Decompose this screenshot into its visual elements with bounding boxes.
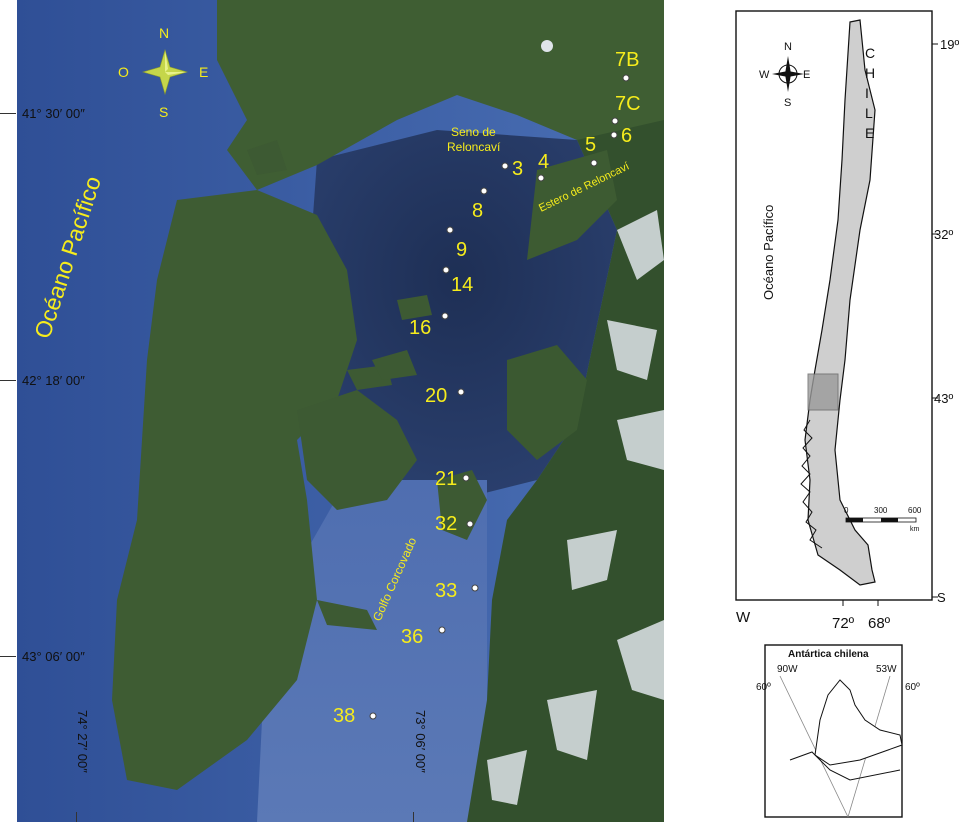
lon-label-68: 68º xyxy=(868,615,891,632)
compass-s: S xyxy=(159,104,168,120)
station-20-label: 20 xyxy=(425,385,447,407)
station-9-label: 9 xyxy=(456,239,467,261)
lon-label-w: W xyxy=(736,609,751,626)
seno-label-line1: Seno de xyxy=(451,125,496,139)
lat-tick-1 xyxy=(0,113,16,114)
station-4-label: 4 xyxy=(538,151,549,173)
station-33-dot xyxy=(471,584,479,592)
lat-tick-2 xyxy=(0,380,16,381)
station-36-dot xyxy=(438,626,446,634)
country-letter: I xyxy=(865,85,869,101)
lat-label-32: 32º xyxy=(934,227,953,242)
chiloe-island xyxy=(112,190,357,790)
reloncavi-peninsula xyxy=(527,150,617,260)
lon-tick-1 xyxy=(76,812,77,822)
station-4-dot xyxy=(537,174,545,182)
country-letter: C xyxy=(865,45,875,61)
compass-w: O xyxy=(118,64,129,80)
country-letter: H xyxy=(865,65,875,81)
antarctic-left-lat: 60º xyxy=(756,682,771,693)
andes-snow xyxy=(487,210,664,805)
station-7B-dot xyxy=(622,74,630,82)
islands-group xyxy=(247,140,487,630)
compass-n: N xyxy=(159,25,169,41)
station-markers: 7B 7C 6 5 4 3 8 9 14 16 20 21 32 33 36 3… xyxy=(333,49,641,727)
station-14-label: 14 xyxy=(451,274,473,296)
lat-label-2: 42° 18′ 00″ xyxy=(22,373,85,388)
inset-compass-icon xyxy=(772,56,804,92)
lat-tick-3 xyxy=(0,656,16,657)
country-letter: E xyxy=(865,125,874,141)
station-8-label: 8 xyxy=(472,200,483,222)
lat-label-19: 19º xyxy=(940,37,959,52)
chile-country-shape xyxy=(804,19,876,586)
scale-max: 600 xyxy=(908,506,922,515)
antarctic-coast xyxy=(789,751,901,781)
station-32-label: 32 xyxy=(435,513,457,535)
fjord-coast xyxy=(800,419,823,549)
lat-label-3: 43° 06′ 00″ xyxy=(22,649,85,664)
station-5-dot xyxy=(590,159,598,167)
station-33-label: 33 xyxy=(435,580,457,602)
station-7C-label: 7C xyxy=(615,93,641,115)
scale-unit: km xyxy=(910,526,920,533)
lat-label-s: S xyxy=(937,590,946,605)
antarctic-right-lat: 60º xyxy=(905,682,920,693)
station-20-dot xyxy=(457,388,465,396)
station-16-dot xyxy=(441,312,449,320)
lon-label-72: 72º xyxy=(832,615,855,632)
compass-e: E xyxy=(199,64,208,80)
antarctic-title: Antártica chilena xyxy=(788,649,869,660)
station-7C-dot xyxy=(611,117,619,125)
station-5-label: 5 xyxy=(585,134,596,156)
antarctic-meridian-left xyxy=(779,675,849,818)
station-21-dot xyxy=(462,474,470,482)
scale-mid: 300 xyxy=(874,506,888,515)
lon-tick-2 xyxy=(413,812,414,822)
peninsula-land xyxy=(507,345,587,460)
eastern-land xyxy=(467,120,664,822)
antarctic-left-lon: 90W xyxy=(777,664,798,675)
compass-rose-icon xyxy=(141,48,189,96)
volcano-snow-icon xyxy=(541,40,553,52)
inset-compass-n: N xyxy=(784,41,792,53)
lon-label-2: 73° 06′ 00″ xyxy=(413,710,428,773)
lon-label-1: 74° 27′ 00″ xyxy=(75,710,90,773)
lat-label-1: 41° 30′ 00″ xyxy=(22,106,85,121)
station-6-dot xyxy=(610,131,618,139)
inset-compass-s: S xyxy=(784,97,791,109)
country-letter: L xyxy=(865,105,873,121)
station-7B-label: 7B xyxy=(615,49,639,71)
inset-compass-w: W xyxy=(759,69,770,81)
station-14-dot xyxy=(442,266,450,274)
inset-compass-e: E xyxy=(803,69,810,81)
scale-bar xyxy=(845,517,917,523)
antarctica-shape xyxy=(814,679,903,766)
station-32-dot xyxy=(466,520,474,528)
station-38-label: 38 xyxy=(333,705,355,727)
station-3-label: 3 xyxy=(512,158,523,180)
station-8-dot xyxy=(480,187,488,195)
station-38-dot xyxy=(369,712,377,720)
station-36-label: 36 xyxy=(401,626,423,648)
satellite-map: N S O E Océano Pacífico Seno de Reloncav… xyxy=(17,0,664,822)
station-3-dot xyxy=(501,162,509,170)
lat-label-43: 43º xyxy=(934,391,953,406)
seno-label-line2: Reloncaví xyxy=(447,140,501,154)
golfo-corcovado-water xyxy=(257,480,487,822)
inset-ocean-label: Océano Pacífico xyxy=(761,205,776,300)
station-21-label: 21 xyxy=(435,468,457,490)
station-16-label: 16 xyxy=(409,317,431,339)
antarctic-right-lon: 53W xyxy=(876,664,897,675)
study-area-box xyxy=(807,373,839,411)
scale-zero: 0 xyxy=(844,506,849,515)
station-9-dot xyxy=(446,226,454,234)
station-6-label: 6 xyxy=(621,125,632,147)
